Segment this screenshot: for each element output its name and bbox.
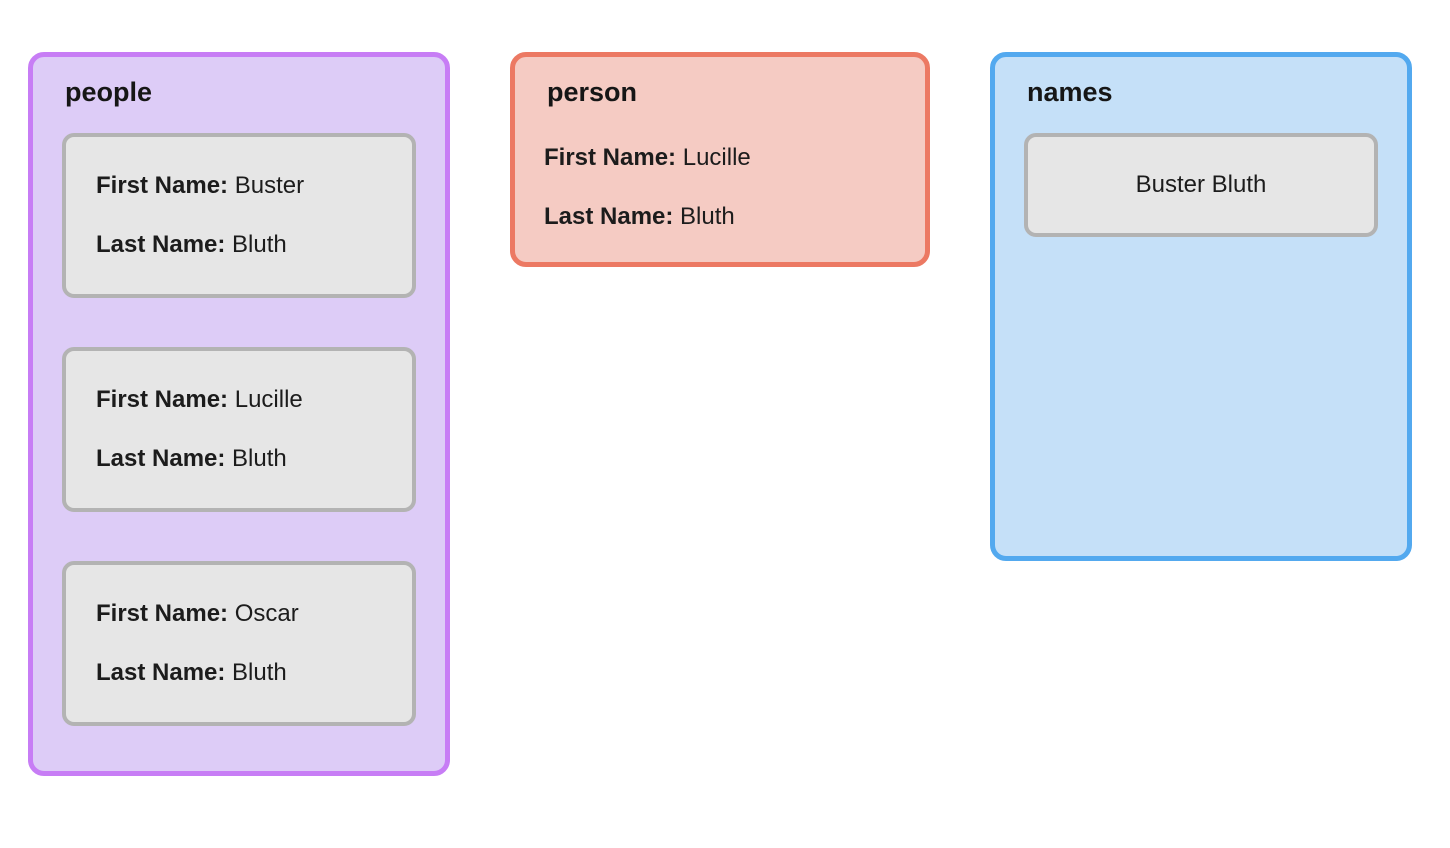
people-array-panel: people First Name: Buster Last Name: Blu… [28, 52, 450, 776]
people-panel-title: people [65, 77, 153, 107]
person-panel-title: person [547, 77, 638, 107]
last-name-line: Last Name: Bluth [96, 661, 382, 685]
last-name-label: Last Name: [96, 445, 226, 472]
first-name-label: First Name: [96, 172, 229, 199]
last-name-label: Last Name: [96, 659, 226, 686]
first-name-line: First Name: Lucille [544, 146, 896, 170]
first-name-value: Lucille [682, 144, 751, 171]
person-record-card: First Name: Lucille Last Name: Bluth [62, 347, 416, 512]
person-record-card: First Name: Oscar Last Name: Bluth [62, 561, 416, 726]
first-name-value: Lucille [234, 386, 303, 413]
name-card: Buster Bluth [1024, 133, 1378, 237]
last-name-line: Last Name: Bluth [96, 447, 382, 471]
first-name-line: First Name: Lucille [96, 388, 382, 412]
first-name-line: First Name: Buster [96, 174, 382, 198]
last-name-label: Last Name: [96, 231, 226, 258]
last-name-value: Bluth [680, 203, 735, 230]
full-name-value: Buster Bluth [1135, 171, 1267, 198]
first-name-label: First Name: [96, 600, 229, 627]
last-name-value: Bluth [232, 231, 287, 258]
last-name-label: Last Name: [544, 203, 674, 230]
first-name-label: First Name: [544, 144, 677, 171]
first-name-line: First Name: Oscar [96, 602, 382, 626]
names-panel-title: names [1027, 77, 1113, 107]
last-name-value: Bluth [232, 659, 287, 686]
first-name-value: Oscar [234, 600, 299, 627]
person-object-panel: person First Name: Lucille Last Name: Bl… [510, 52, 930, 267]
last-name-value: Bluth [232, 445, 287, 472]
names-array-panel: names Buster Bluth [990, 52, 1412, 561]
first-name-value: Buster [234, 172, 305, 199]
first-name-label: First Name: [96, 386, 229, 413]
person-record-card: First Name: Buster Last Name: Bluth [62, 133, 416, 298]
last-name-line: Last Name: Bluth [544, 205, 896, 229]
last-name-line: Last Name: Bluth [96, 233, 382, 257]
